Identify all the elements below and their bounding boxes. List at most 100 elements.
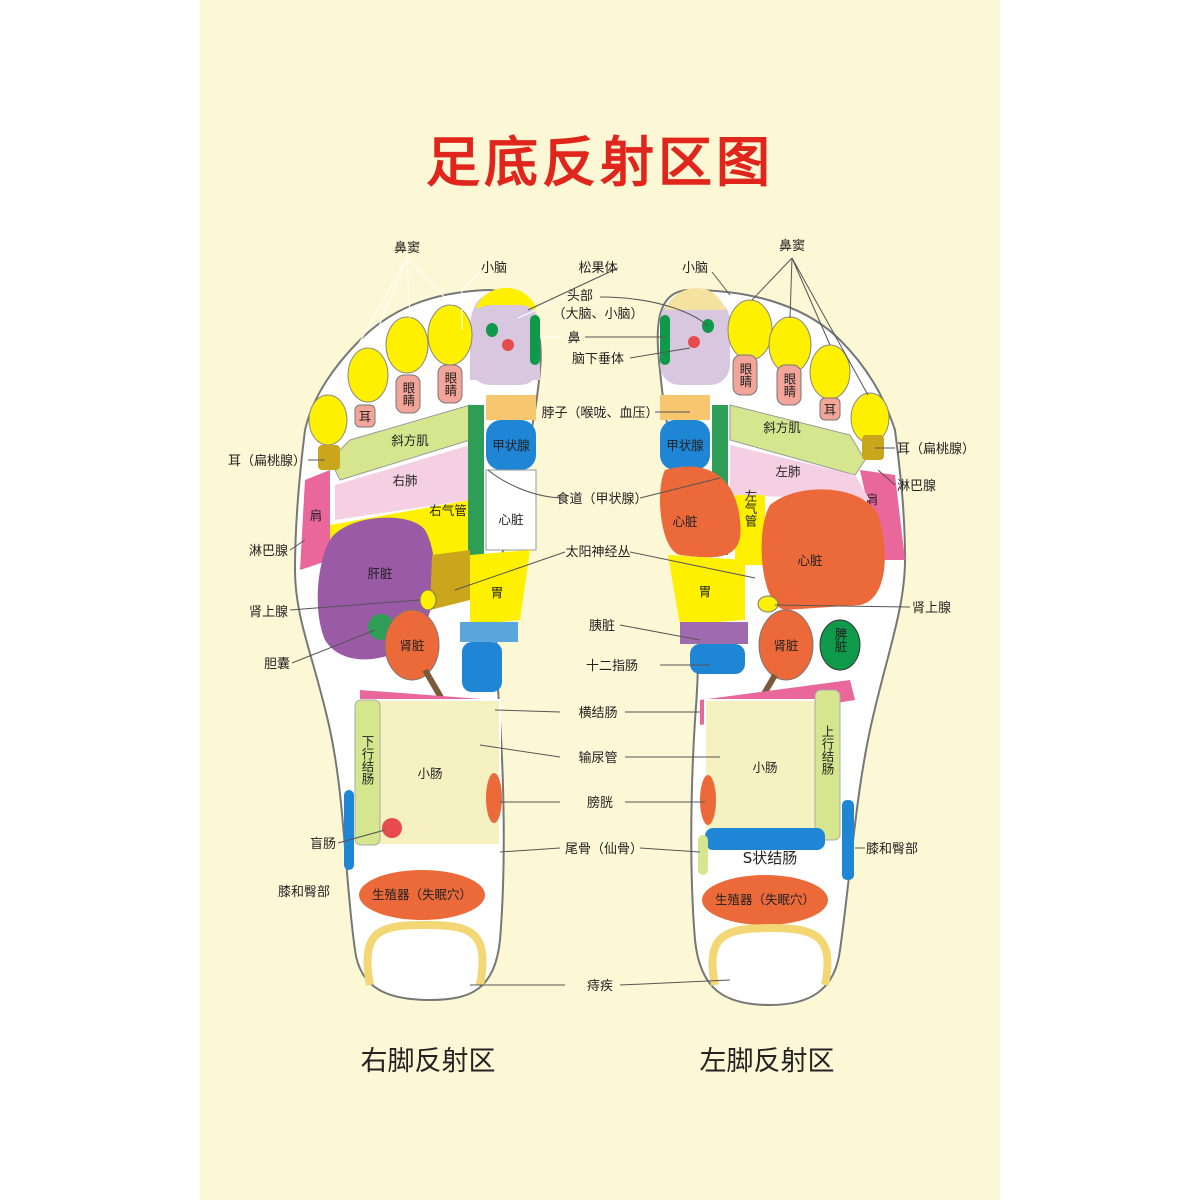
right-neck-zone — [486, 395, 536, 420]
right-eye-zone-1 — [395, 374, 421, 414]
right-label-sinus: 鼻窦 — [394, 240, 420, 256]
label-pituitary: 脑下垂体 — [572, 352, 624, 367]
right-zone-kidney: 肾脏 — [399, 638, 424, 653]
left-zone-ear: 耳 — [824, 402, 837, 417]
right-thyroid — [486, 420, 536, 470]
left-spleen — [819, 619, 861, 671]
zhiji-leader — [619, 979, 731, 986]
right-kidney — [384, 609, 440, 681]
left-foot: 眼睛 眼睛 耳 斜方肌 肩 左肺 左气管 甲状腺 心脏 心脏 胃 肾脏 脾脏 小… — [656, 288, 907, 1077]
shidao-leader-right — [487, 469, 566, 499]
left-zone-ascending-colon: 上行结肠 — [820, 725, 835, 775]
right-zone-lung: 右肺 — [392, 473, 417, 488]
right-descending-colon — [354, 699, 381, 846]
right-dannang-leader — [291, 629, 376, 664]
right-label-adrenal: 肾上腺 — [249, 605, 288, 620]
left-label-lymph: 淋巴腺 — [897, 479, 936, 494]
left-adrenal — [757, 595, 779, 613]
left-foot-caption: 左脚反射区 — [700, 1046, 835, 1077]
left-eye-zone-1 — [732, 354, 758, 396]
right-label-ear-tonsil: 耳（扁桃腺） — [228, 454, 306, 469]
right-shenshang-leader — [289, 599, 421, 611]
right-toe-3 — [385, 316, 429, 374]
toubu-leader-right — [517, 296, 566, 319]
right-cecum — [382, 818, 402, 838]
right-knee-hip — [344, 790, 354, 870]
left-ear-tonsil-zone — [862, 435, 884, 460]
left-sigmoid-colon — [705, 828, 825, 850]
left-zone-thyroid: 甲状腺 — [666, 438, 704, 453]
left-hemorrhoid-arc — [708, 923, 832, 986]
left-label-cerebellum: 小脑 — [682, 261, 708, 276]
left-zone-trapezius: 斜方肌 — [763, 420, 801, 435]
left-stomach — [668, 555, 745, 625]
left-toe-2 — [727, 299, 773, 361]
right-toe-big-top — [476, 288, 537, 310]
label-bladder: 膀胱 — [587, 795, 613, 811]
right-lung — [335, 445, 470, 520]
left-zone-spleen: 脾脏 — [833, 627, 848, 654]
left-zone-shoulder: 肩 — [866, 492, 879, 507]
right-esophagus-strip — [468, 405, 484, 575]
right-zone-small-intestine: 小肠 — [417, 766, 442, 781]
weigu-leader-right — [499, 847, 561, 853]
taiyang-leader-right — [454, 551, 566, 591]
label-esophagus: 食道（甲状腺） — [556, 491, 647, 507]
shidao-leader — [639, 477, 721, 499]
right-toe-5 — [308, 394, 348, 446]
left-label-adrenal: 肾上腺 — [912, 601, 951, 616]
left-zone-lung: 左肺 — [775, 464, 800, 479]
right-zone-shoulder: 肩 — [310, 508, 323, 523]
left-zone-kidney: 肾脏 — [773, 638, 798, 653]
right-cerebellum-leader — [461, 271, 481, 330]
leader-lines — [289, 257, 911, 986]
left-kidney — [758, 609, 814, 681]
left-duodenum — [690, 644, 745, 674]
right-olive-region — [430, 550, 470, 610]
right-zone-trapezius: 斜方肌 — [391, 433, 429, 448]
label-neck: 脖子（喉咙、血压） — [541, 405, 658, 421]
left-bladder — [700, 775, 716, 825]
right-cerebellum-strip — [530, 315, 540, 365]
left-zone-heart-small: 心脏 — [672, 514, 697, 529]
naoxia-leader — [629, 347, 691, 359]
left-shoulder — [860, 470, 905, 560]
labels: 鼻窦 小脑 耳（扁桃腺） 淋巴腺 肾上腺 胆囊 盲肠 膝和臀部 鼻窦 小脑 耳（… — [228, 238, 975, 994]
left-lung — [730, 445, 870, 500]
left-zone-bronchus: 左气管 — [743, 488, 758, 527]
left-zone-sigmoid: S状结肠 — [743, 849, 798, 867]
right-heart-zone — [485, 469, 537, 551]
left-cerebellum-strip — [660, 315, 670, 365]
heng-leader-right — [494, 709, 561, 713]
left-label-sinus: 鼻窦 — [779, 238, 805, 254]
left-cerebellum-leader — [711, 271, 731, 296]
left-neck-zone — [660, 395, 710, 420]
left-trapezius — [729, 404, 866, 476]
right-mang-leader — [337, 829, 386, 844]
right-genital — [359, 870, 485, 920]
right-zone-descending-colon: 下行结肠 — [360, 735, 375, 785]
right-label-cecum: 盲肠 — [310, 836, 336, 852]
right-hemorrhoid-arc — [363, 920, 487, 986]
left-heart-small — [660, 466, 741, 558]
songguoti-leader — [527, 267, 619, 311]
left-sinus-leaders — [751, 257, 869, 396]
left-label-ear-tonsil: 耳（扁桃腺） — [897, 442, 975, 457]
label-nose: 鼻 — [567, 330, 580, 346]
label-duodenum: 十二指肠 — [586, 659, 638, 674]
right-label-gallbladder: 胆囊 — [264, 656, 290, 672]
left-zone-stomach: 胃 — [699, 584, 712, 599]
right-eye-zone-2 — [437, 364, 463, 404]
left-label-knee-hip: 膝和臀部 — [866, 842, 918, 857]
toubu-leader — [599, 296, 709, 327]
right-ear-zone — [354, 404, 376, 428]
right-zone-thyroid: 甲状腺 — [492, 438, 530, 453]
label-head-sub: （大脑、小脑） — [552, 307, 643, 322]
right-nose-point — [486, 323, 498, 337]
right-label-lymph: 淋巴腺 — [249, 544, 288, 559]
right-zone-eye-1: 眼睛 — [401, 382, 416, 407]
label-coccyx: 尾骨（仙骨） — [565, 842, 643, 857]
right-pituitary-point — [502, 339, 514, 351]
right-foot-caption: 右脚反射区 — [361, 1046, 496, 1077]
